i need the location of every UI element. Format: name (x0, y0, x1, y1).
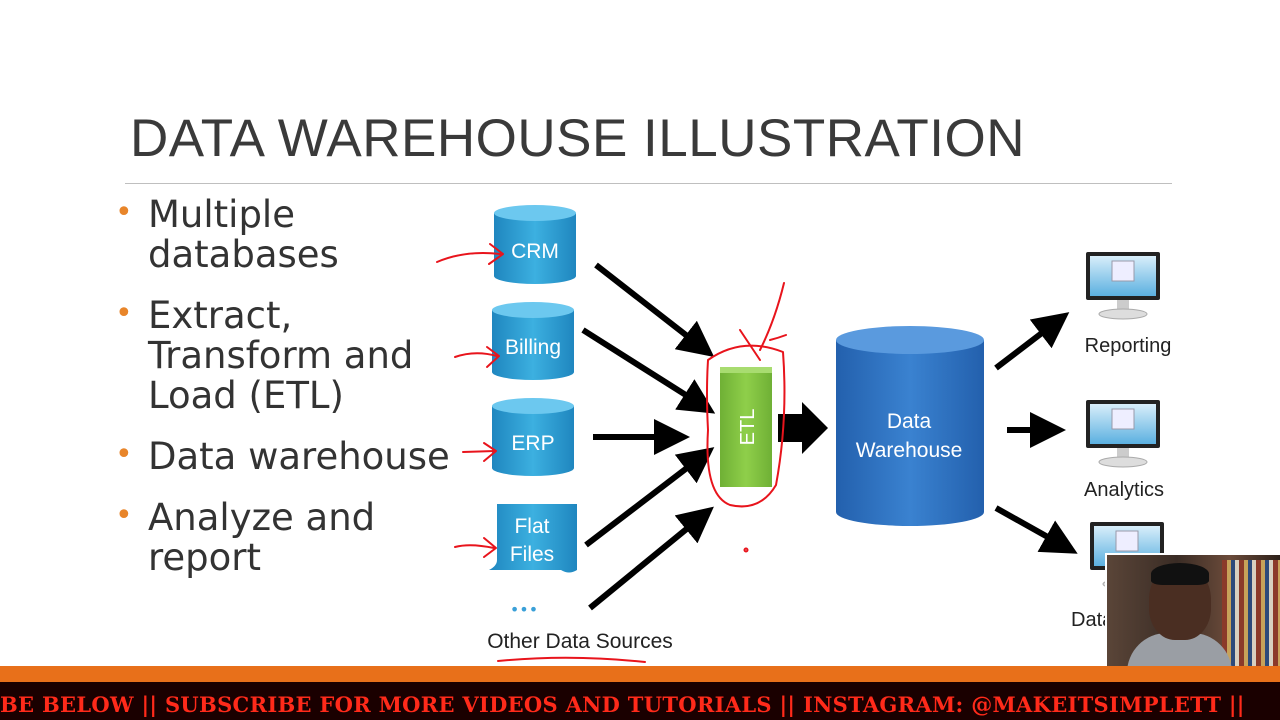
title-divider (125, 183, 1172, 184)
bullet-item: • Data warehouse (115, 437, 475, 477)
annotation-arrow-icon (454, 537, 497, 558)
bullet-item: • Analyze and report (115, 498, 475, 578)
bullet-item: • Multiple databases (115, 195, 475, 275)
warehouse-label-line2: Warehouse (856, 439, 963, 462)
bullet-text: Multiple databases (148, 193, 339, 276)
warehouse-label-line1: Data (887, 410, 932, 433)
arrow-icon (581, 327, 716, 414)
etl-circle-annotation (706, 344, 786, 508)
flat-files-shape: Flat Files (489, 504, 577, 573)
flat-files-label-line1: Flat (514, 515, 549, 538)
annotation-dot (743, 547, 749, 553)
bullet-dot-icon: • (115, 296, 133, 331)
ticker-banner: BE BELOW || SUBSCRIBE FOR MORE VIDEOS AN… (0, 666, 1280, 720)
arrow-icon (594, 262, 715, 358)
underline-annotation (497, 656, 646, 663)
annotation-arrow-icon (436, 243, 504, 265)
arrow-icon (994, 312, 1070, 371)
cylinder-crm: CRM (494, 205, 576, 284)
etl-label: ETL (737, 409, 759, 446)
bullet-dot-icon: • (115, 498, 133, 533)
output-label-reporting: Reporting (1085, 335, 1172, 357)
monitor-icon (1086, 400, 1160, 468)
etl-box: ETL (720, 367, 772, 487)
data-warehouse-cylinder: Data Warehouse (836, 326, 984, 526)
annotation-arrow-icon (454, 346, 500, 368)
bullet-list: • Multiple databases • Extract, Transform … (115, 195, 475, 599)
bullet-text: Analyze and report (148, 496, 376, 579)
cylinder-label: Billing (505, 336, 561, 359)
annotation-strokes (436, 243, 787, 663)
cylinder-label: CRM (511, 240, 559, 263)
webcam-overlay (1105, 553, 1280, 668)
other-data-sources-label: Other Data Sources (487, 630, 673, 653)
arrow-icon (588, 506, 714, 611)
source-arrows (581, 262, 716, 611)
bullet-text: Extract, Transform and Load (ETL) (148, 294, 414, 417)
slide-title: DATA WAREHOUSE ILLUSTRATION (130, 109, 1025, 168)
bullet-item: • Extract, Transform and Load (ETL) (115, 296, 475, 416)
monitor-icon (1086, 252, 1160, 320)
arrow-icon (994, 505, 1078, 554)
cylinder-label: ERP (511, 432, 554, 455)
cylinder-erp: ERP (492, 398, 574, 476)
arrow-right-icon (778, 402, 828, 454)
bullet-text: Data warehouse (148, 435, 450, 478)
bookshelf (1222, 560, 1280, 668)
bullet-dot-icon: • (115, 437, 133, 472)
annotation-arrow-icon (739, 282, 787, 361)
output-label-analytics: Analytics (1084, 479, 1164, 501)
output-arrows (994, 312, 1078, 554)
ticker-text: BE BELOW || SUBSCRIBE FOR MORE VIDEOS AN… (0, 692, 1245, 717)
arrow-icon (584, 447, 715, 548)
bullet-dot-icon: • (115, 195, 133, 230)
ellipsis-icon: ••• (510, 600, 538, 619)
annotation-arrow-icon (462, 442, 497, 462)
cylinder-billing: Billing (492, 302, 574, 380)
flat-files-label-line2: Files (510, 543, 554, 566)
